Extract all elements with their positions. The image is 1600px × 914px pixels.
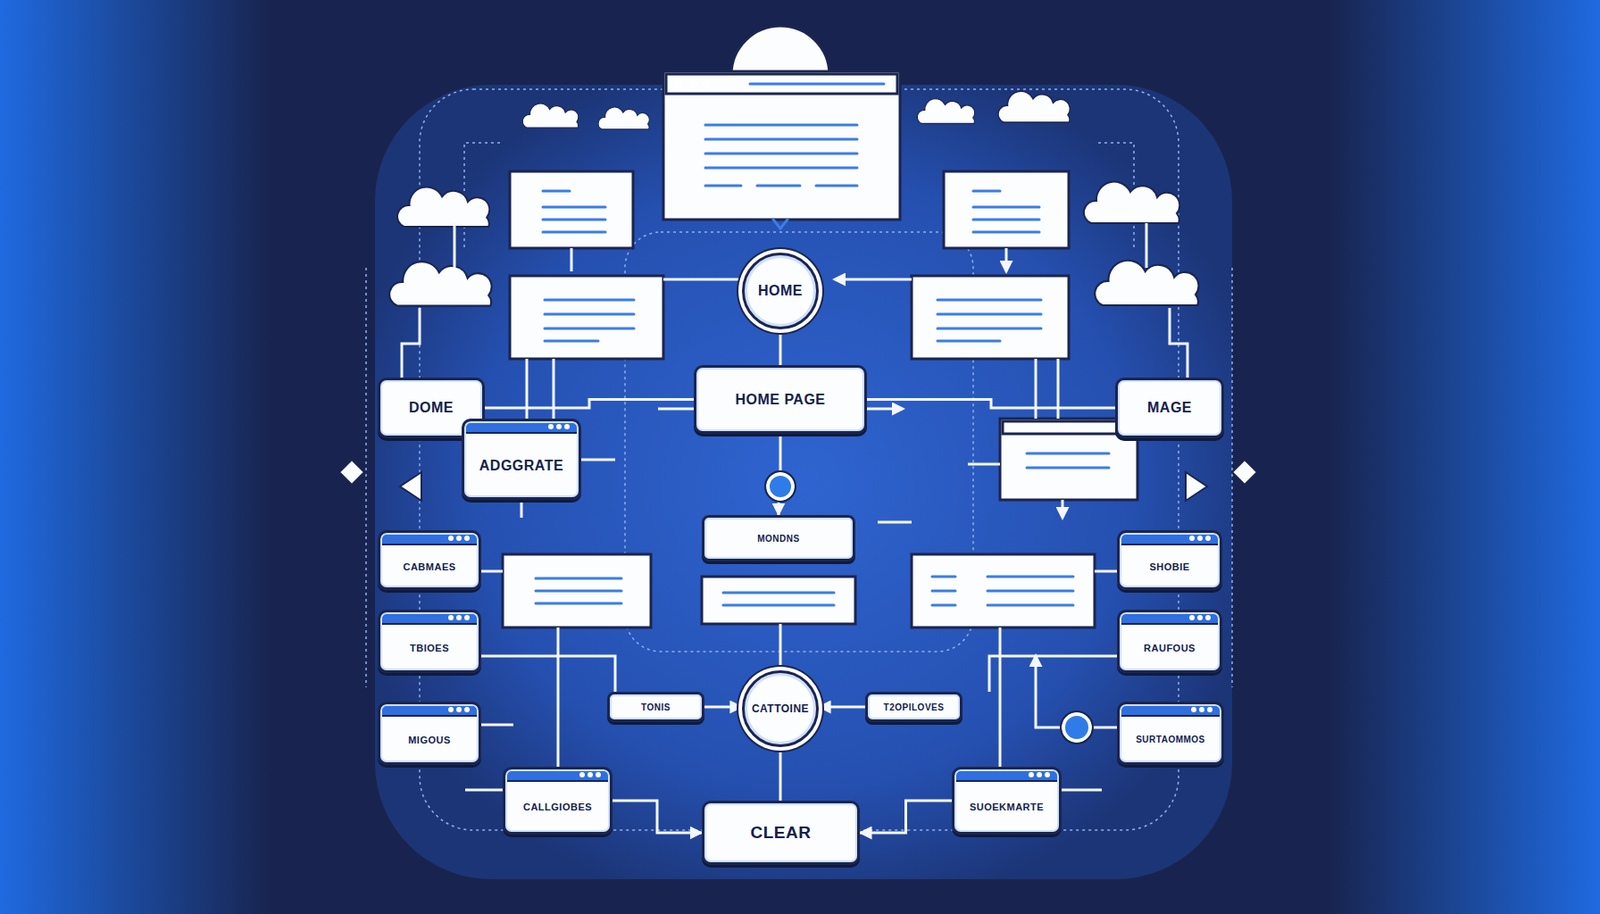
- node-label: DOME: [408, 400, 454, 417]
- node-label: SHOBIE: [1149, 561, 1190, 573]
- process-box: HOME PAGE: [693, 365, 867, 434]
- node-label: HOME: [758, 283, 803, 300]
- window-box: ADGGRATE: [461, 418, 582, 500]
- window-box: SUOEKMARTE: [951, 766, 1062, 835]
- connector: [779, 747, 783, 801]
- connector: [779, 329, 783, 366]
- window-box: CABMAES: [377, 530, 482, 591]
- window-box: RAUFOUS: [1116, 609, 1223, 674]
- node-label: CLEAR: [750, 823, 812, 843]
- pill-box: T2OPILOVES: [865, 691, 963, 723]
- node-label: TBIOES: [409, 642, 450, 654]
- circle-node: HOME: [741, 252, 819, 330]
- connector: [818, 706, 866, 709]
- node-label: T2OPILOVES: [883, 702, 945, 713]
- circle-node: CATTOINE: [741, 670, 819, 748]
- connector: [612, 800, 702, 834]
- node-label: CATTOINE: [751, 702, 809, 716]
- node-label: ADGGRATE: [479, 458, 564, 475]
- pill-box: MONDNS: [701, 515, 856, 562]
- connector: [704, 706, 742, 709]
- node-label: MAGE: [1147, 400, 1192, 417]
- window-box: TBIOES: [377, 609, 482, 674]
- connector: [484, 400, 694, 409]
- process-box: CLEAR: [701, 800, 860, 866]
- window-box: MIGOUS: [377, 701, 482, 766]
- node-label: MIGOUS: [408, 734, 451, 746]
- connector: [859, 800, 952, 834]
- node-label: RAUFOUS: [1143, 642, 1196, 654]
- connector: [866, 400, 1116, 409]
- node-label: SUOEKMARTE: [969, 801, 1044, 813]
- node-label: CABMAES: [402, 561, 456, 573]
- node-label: MONDNS: [757, 533, 800, 544]
- browser-window: [663, 71, 900, 229]
- node-label: TONIS: [641, 702, 671, 713]
- node-label: HOME PAGE: [734, 391, 825, 409]
- process-box: MAGE: [1115, 377, 1225, 439]
- window-box: SHOBIE: [1116, 530, 1223, 591]
- node-label: SURTAOMMOS: [1135, 734, 1206, 745]
- pill-box: TONIS: [607, 691, 705, 723]
- node-label: CALLGIOBES: [523, 801, 592, 813]
- window-box: CALLGIOBES: [502, 766, 613, 835]
- window-box: SURTAOMMOS: [1116, 701, 1225, 766]
